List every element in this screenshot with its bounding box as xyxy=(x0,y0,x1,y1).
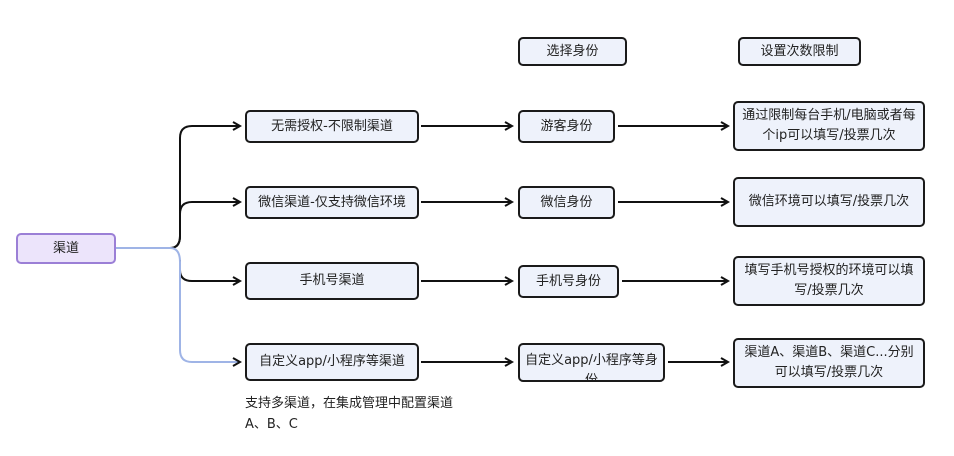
limit-label: 微信环境可以填写/投票几次 xyxy=(748,194,910,209)
channel-label: 微信渠道-仅支持微信环境 xyxy=(258,194,406,210)
channel-node-1[interactable]: 无需授权-不限制渠道 xyxy=(245,110,419,143)
limit-node-1[interactable]: 通过限制每台手机/电脑或者每个ip可以填写/投票几次 xyxy=(733,101,925,151)
identity-node-3[interactable]: 手机号身份 xyxy=(518,265,619,298)
connector-root-row1 xyxy=(115,126,240,249)
channel-note: 支持多渠道，在集成管理中配置渠道 A、B、C xyxy=(245,393,453,435)
header-identity-label: 选择身份 xyxy=(546,43,599,59)
identity-label: 游客身份 xyxy=(540,118,593,134)
limit-node-3[interactable]: 填写手机号授权的环境可以填写/投票几次 xyxy=(733,256,925,306)
identity-node-4[interactable]: 自定义app/小程序等身份 xyxy=(518,343,665,382)
channel-label: 自定义app/小程序等渠道 xyxy=(259,354,405,369)
channel-label: 无需授权-不限制渠道 xyxy=(271,118,393,134)
connector-root-row3 xyxy=(179,260,240,281)
root-label: 渠道 xyxy=(52,240,79,256)
note-line-2: A、B、C xyxy=(245,417,298,432)
header-identity[interactable]: 选择身份 xyxy=(518,37,627,66)
limit-label: 渠道A、渠道B、渠道C...分别可以填写/投票几次 xyxy=(744,345,914,380)
identity-label: 手机号身份 xyxy=(535,273,601,289)
channel-node-3[interactable]: 手机号渠道 xyxy=(245,262,419,300)
header-limit-label: 设置次数限制 xyxy=(760,43,839,59)
channel-node-4[interactable]: 自定义app/小程序等渠道 xyxy=(245,343,419,381)
identity-label: 自定义app/小程序等身份 xyxy=(525,353,658,382)
limit-label: 填写手机号授权的环境可以填写/投票几次 xyxy=(744,263,914,298)
root-node[interactable]: 渠道 xyxy=(16,233,116,264)
header-limit[interactable]: 设置次数限制 xyxy=(738,37,861,66)
channel-node-2[interactable]: 微信渠道-仅支持微信环境 xyxy=(245,186,419,219)
limit-node-2[interactable]: 微信环境可以填写/投票几次 xyxy=(733,177,925,227)
connector-root-row4 xyxy=(115,247,240,362)
connector-root-row2 xyxy=(169,202,240,249)
note-line-1: 支持多渠道，在集成管理中配置渠道 xyxy=(245,396,454,411)
identity-node-1[interactable]: 游客身份 xyxy=(518,110,615,143)
limit-label: 通过限制每台手机/电脑或者每个ip可以填写/投票几次 xyxy=(742,108,916,143)
identity-node-2[interactable]: 微信身份 xyxy=(518,186,615,219)
channel-label: 手机号渠道 xyxy=(299,273,365,288)
identity-label: 微信身份 xyxy=(540,194,593,210)
limit-node-4[interactable]: 渠道A、渠道B、渠道C...分别可以填写/投票几次 xyxy=(733,338,925,388)
